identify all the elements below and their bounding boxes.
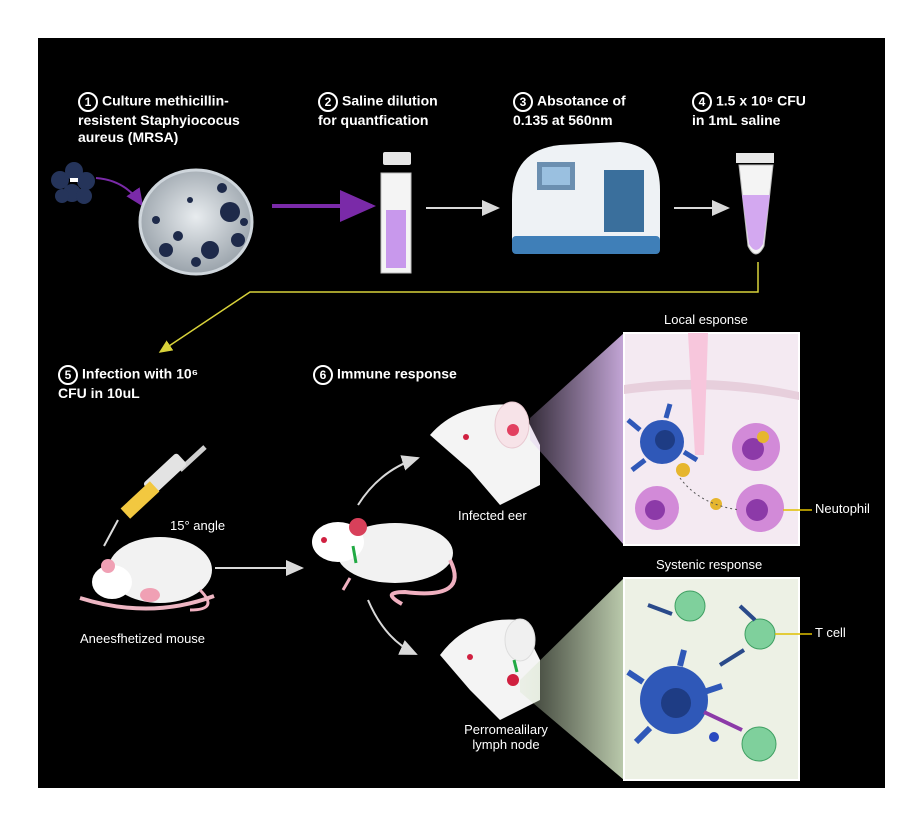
local-response-panel bbox=[623, 332, 812, 546]
syringe-icon bbox=[103, 445, 207, 547]
dendritic-cell-icon bbox=[626, 403, 699, 472]
lymph-node-mouse-icon bbox=[440, 618, 540, 720]
t-cell-icon bbox=[674, 590, 777, 762]
local-response-label: Local esponse bbox=[664, 312, 748, 327]
systemic-zoom-cone bbox=[520, 578, 624, 780]
systemic-response-panel bbox=[623, 577, 812, 781]
spectrophotometer-icon bbox=[512, 142, 660, 254]
t-cell-label: T cell bbox=[815, 625, 846, 640]
step-3-text: Absotance of 0.135 at 560nm bbox=[513, 92, 626, 128]
mouse-icon bbox=[312, 518, 457, 606]
step-2-number: 2 bbox=[318, 92, 338, 112]
step-3-number: 3 bbox=[513, 92, 533, 112]
step-5-text: Infection with 10⁶ CFU in 10uL bbox=[58, 365, 199, 401]
step-6-number: 6 bbox=[313, 365, 333, 385]
step-4-text: 1.5 x 10⁸ CFU in 1mL saline bbox=[692, 92, 806, 128]
petri-dish-icon bbox=[138, 168, 254, 276]
neutrophil-label: Neutophil bbox=[815, 501, 870, 516]
step-2-text: Saline dilution for quantfication bbox=[318, 92, 438, 128]
infected-ear-label: Infected eer bbox=[458, 508, 527, 523]
bacteria-cluster-icon bbox=[51, 162, 95, 204]
systemic-response-label: Systenic response bbox=[656, 557, 763, 572]
mouse-label: Aneesfhetized mouse bbox=[80, 631, 206, 646]
cuvette-icon bbox=[380, 152, 412, 274]
anesthetized-mouse-icon bbox=[79, 537, 215, 612]
step-1-number: 1 bbox=[78, 92, 98, 112]
infected-ear-mouse-icon bbox=[430, 401, 540, 505]
lymph-node-label: Perromealilary lymph node bbox=[464, 722, 548, 752]
dendritic-cell-icon bbox=[626, 649, 723, 745]
step-5-number: 5 bbox=[58, 365, 78, 385]
local-zoom-cone bbox=[530, 333, 624, 545]
step-6-text: Immune response bbox=[337, 365, 457, 382]
angle-label: 15° angle bbox=[170, 518, 226, 533]
step-1-text: Culture methicillin- resistent Staphyioc… bbox=[78, 92, 240, 145]
tube-icon bbox=[736, 153, 774, 255]
step-4-number: 4 bbox=[692, 92, 712, 112]
